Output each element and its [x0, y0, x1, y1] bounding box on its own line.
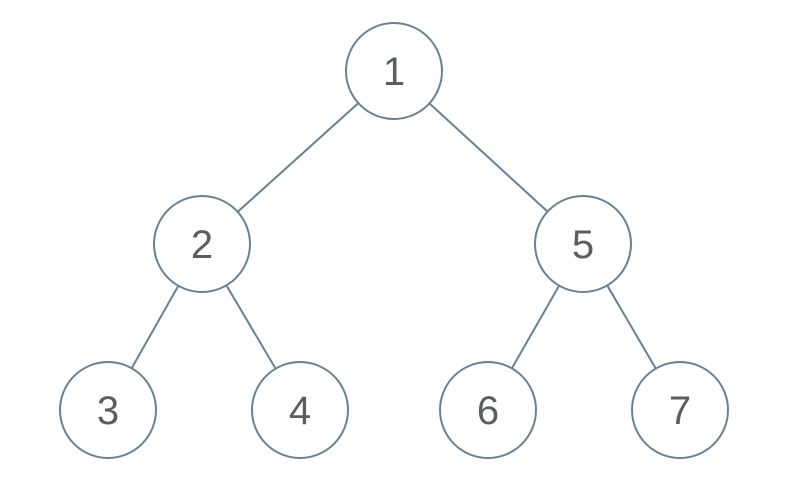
tree-node-label-5: 5: [572, 223, 594, 267]
tree-node-circle-1: [345, 22, 443, 120]
tree-node-label-2: 2: [191, 223, 213, 267]
tree-edge-1-2: [236, 102, 360, 213]
tree-node-4: 4: [251, 361, 349, 459]
tree-edge-5-7: [606, 284, 657, 370]
tree-node-label-1: 1: [383, 50, 405, 94]
tree-node-circle-6: [439, 361, 537, 459]
tree-edge-2-3: [130, 285, 180, 369]
tree-node-label-4: 4: [289, 389, 311, 433]
tree-node-5: 5: [534, 195, 632, 293]
tree-node-circle-7: [631, 361, 729, 459]
tree-node-circle-4: [251, 361, 349, 459]
tree-node-6: 6: [439, 361, 537, 459]
tree-node-7: 7: [631, 361, 729, 459]
tree-node-circle-2: [153, 195, 251, 293]
tree-edge-5-6: [510, 285, 561, 369]
tree-node-label-3: 3: [97, 389, 119, 433]
tree-node-circle-3: [59, 361, 157, 459]
tree-edge-1-5: [428, 102, 549, 213]
tree-node-2: 2: [153, 195, 251, 293]
tree-node-label-7: 7: [669, 389, 691, 433]
tree-edge-2-4: [225, 284, 277, 370]
tree-node-1: 1: [345, 22, 443, 120]
tree-node-label-6: 6: [477, 389, 499, 433]
tree-node-circle-5: [534, 195, 632, 293]
tree-node-3: 3: [59, 361, 157, 459]
